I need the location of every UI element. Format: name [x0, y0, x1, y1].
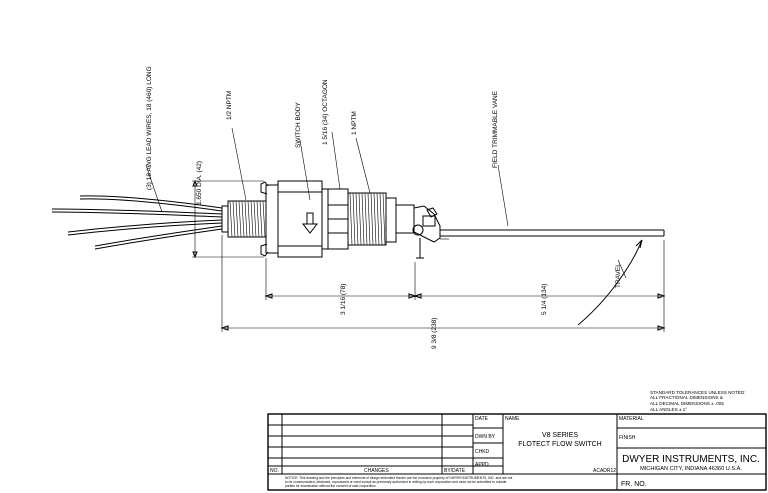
dimension-d2: 5 1/4 (134): [541, 284, 548, 315]
revisions-table: NO. CHANGES BY/DATE: [268, 414, 766, 475]
thread-line: [352, 192, 356, 246]
switch-body: [260, 180, 329, 258]
extension-lines: [221, 235, 665, 332]
drawing-title-line2: FLOTECT FLOW SWITCH: [518, 441, 601, 448]
thread-line: [349, 192, 353, 246]
thread-line: [373, 192, 377, 246]
thread-line: [229, 200, 233, 238]
travel-callout: TRAVEL: [615, 263, 622, 288]
thread-line: [364, 192, 368, 246]
dia-callout: 1.650 DIA. (42): [196, 161, 203, 205]
thread-line: [235, 200, 239, 238]
changes-header: CHANGES: [364, 468, 389, 474]
thread-line: [244, 200, 248, 238]
dia-dimension: [192, 179, 264, 259]
company-address: MICHIGAN CITY, INDIANA 46360 U.S.A.: [640, 466, 742, 472]
appd-label: APPD: [475, 462, 489, 468]
thread-line: [382, 192, 386, 246]
thread-line: [355, 192, 359, 246]
date-label: DATE: [475, 416, 489, 422]
flow-arrow-icon: [301, 212, 319, 234]
notice-line1: NOTICE: This drawing and the principles …: [285, 476, 512, 480]
thread-line: [367, 192, 371, 246]
tolerances-line2: ALL DECIMAL DIMENSIONS ± .005: [650, 401, 724, 406]
finish-label: FINISH: [619, 435, 636, 441]
switch-body-callout: SWITCH BODY: [295, 101, 302, 148]
acad-label: ACADR12: [593, 468, 616, 474]
one-npt-callout: 1 NPTM: [351, 111, 358, 135]
dimension-d3: 9 3/8 (238): [431, 318, 438, 349]
thread-line: [376, 192, 380, 246]
octagon-callout: 1 5/16 (34) OCTAGON: [322, 79, 329, 145]
paddle-arm: [395, 204, 441, 259]
lead-wires-callout: (3) 18 AWG LEAD WIRES, 18 (460) LONG: [146, 66, 153, 190]
thread-line: [259, 200, 263, 238]
title-block: NO. CHANGES BY/DATE DATE NAME DWN BY CHK…: [267, 413, 767, 491]
thread-line: [358, 192, 362, 246]
half-npt-callout: 1/2 NPTM: [226, 91, 233, 120]
one-npt-thread: [347, 192, 397, 246]
tolerances-note: STANDARD TOLERANCES UNLESS NOTED: ALL FR…: [650, 390, 745, 412]
thread-line: [379, 192, 383, 246]
vane-callout: FIELD TRIMMABLE VANE: [492, 90, 499, 168]
notice-line3: parties for examination without the cons…: [285, 484, 377, 488]
leader-lines: [145, 127, 627, 279]
half-npt-thread: [221, 200, 267, 238]
thread-line: [253, 200, 257, 238]
material-label: MATERIAL: [619, 416, 644, 422]
travel-arc: [577, 239, 643, 326]
tolerances-line3: ALL ANGLES ± 1°: [650, 407, 687, 412]
thread-line: [238, 200, 242, 238]
thread-line: [262, 200, 266, 238]
company-name: DWYER INSTRUMENTS, INC.: [622, 454, 760, 465]
drawing-title-line1: V8 SERIES: [542, 432, 579, 439]
tolerances-line1: ALL FRACTIONAL DIMENSIONS &: [650, 395, 723, 400]
name-label: NAME: [505, 416, 520, 422]
by-date-header: BY/DATE: [444, 468, 466, 474]
dwn-by-label: DWN BY: [475, 434, 496, 440]
thread-line: [247, 200, 251, 238]
thread-line: [370, 192, 374, 246]
thread-line: [232, 200, 236, 238]
thread-line: [241, 200, 245, 238]
thread-line: [361, 192, 365, 246]
dimension-d1: 3 1/16 (78): [340, 284, 347, 315]
octagon-hex: [327, 188, 349, 250]
tolerances-heading: STANDARD TOLERANCES UNLESS NOTED:: [650, 390, 745, 395]
no-header: NO.: [270, 468, 279, 474]
notice-line2: to be communicated, disclosed, reproduce…: [285, 480, 507, 484]
lead-wires: [51, 195, 223, 250]
horizontal-dimensions: [220, 293, 666, 331]
thread-line: [250, 200, 254, 238]
chkd-label: CHKD: [475, 449, 490, 455]
vane: [440, 229, 665, 240]
fr-no-label: FR. NO.: [621, 481, 647, 488]
thread-line: [256, 200, 260, 238]
